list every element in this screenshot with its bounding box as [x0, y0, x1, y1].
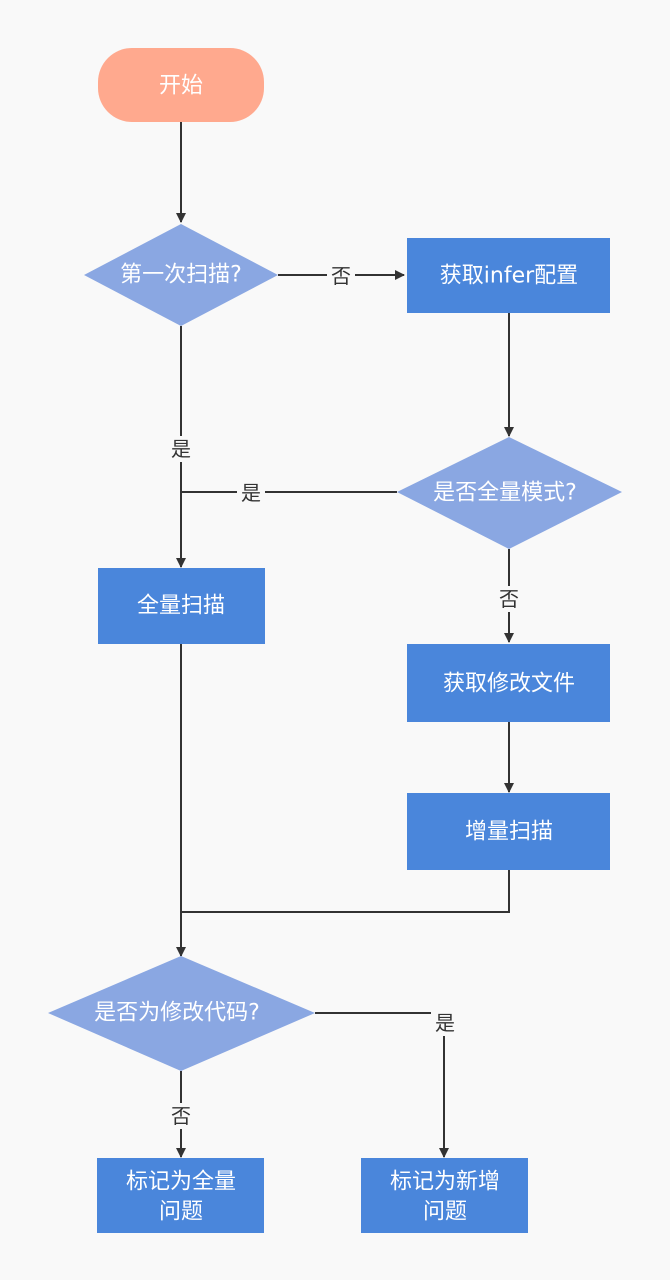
node-get-modified-files: 获取修改文件	[407, 644, 610, 722]
edge-label-full-mode-no: 否	[499, 587, 519, 611]
node-first-scan-label: 第一次扫描?	[120, 263, 242, 288]
decision-shape	[84, 224, 278, 326]
node-mark-new-issue-label-line1: 标记为新增	[390, 1170, 500, 1195]
node-is-modified-code-label: 是否为修改代码?	[94, 1001, 260, 1026]
node-mark-new-issue-label-line2: 问题	[423, 1200, 467, 1225]
process-shape	[407, 793, 610, 870]
edge-labels: 否 是 是 否 否 是	[167, 262, 523, 1129]
node-get-infer-config-label: 获取infer配置	[440, 264, 578, 289]
node-is-modified-code: 是否为修改代码?	[48, 956, 315, 1071]
process-shape	[407, 644, 610, 722]
node-incremental-scan: 增量扫描	[407, 793, 610, 870]
process-shape	[361, 1158, 528, 1233]
node-get-modified-files-label: 获取修改文件	[443, 672, 575, 697]
process-shape	[407, 238, 610, 313]
node-mark-full-issue: 标记为全量 问题	[97, 1158, 264, 1233]
node-full-scan: 全量扫描	[98, 568, 265, 644]
edge-label-first-scan-no: 否	[331, 264, 351, 288]
node-start-label: 开始	[159, 74, 203, 99]
node-full-scan-label: 全量扫描	[137, 594, 225, 619]
node-mark-new-issue: 标记为新增 问题	[361, 1158, 528, 1233]
node-first-scan: 第一次扫描?	[84, 224, 278, 326]
node-full-mode: 是否全量模式?	[397, 437, 622, 549]
edge-label-full-mode-yes: 是	[241, 481, 261, 505]
node-incremental-scan-label: 增量扫描	[465, 820, 553, 845]
edge-modified-yes	[315, 1012, 449, 1158]
decision-shape	[48, 956, 315, 1071]
terminal-shape	[98, 48, 264, 122]
edge-label-modified-no: 否	[171, 1104, 191, 1128]
node-start: 开始	[98, 48, 264, 122]
node-get-infer-config: 获取infer配置	[407, 238, 610, 313]
edge-label-first-scan-yes: 是	[171, 437, 191, 461]
edge-label-modified-yes: 是	[435, 1011, 455, 1035]
process-shape	[98, 568, 265, 644]
node-mark-full-issue-label-line2: 问题	[159, 1200, 203, 1225]
node-mark-full-issue-label-line1: 标记为全量	[126, 1170, 236, 1195]
node-full-mode-label: 是否全量模式?	[433, 481, 577, 506]
decision-shape	[397, 437, 622, 549]
edge-incremental-to-modified-check	[181, 870, 510, 913]
process-shape	[97, 1158, 264, 1233]
